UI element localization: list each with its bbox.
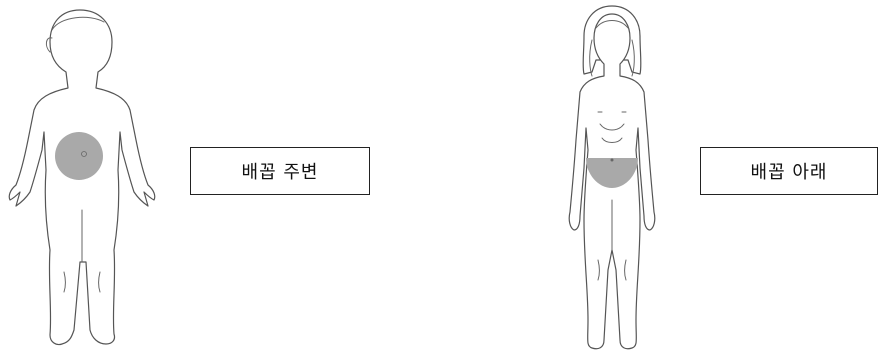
navel-area-highlight — [55, 132, 103, 180]
navel-mark — [610, 158, 614, 162]
label-around-navel: 배꼽 주변 — [190, 147, 370, 195]
below-navel-highlight — [586, 158, 638, 188]
label-below-navel: 배꼽 아래 — [700, 147, 878, 195]
girl-body-figure — [548, 0, 678, 358]
navel-mark — [81, 151, 87, 157]
child-body-figure — [0, 0, 180, 358]
